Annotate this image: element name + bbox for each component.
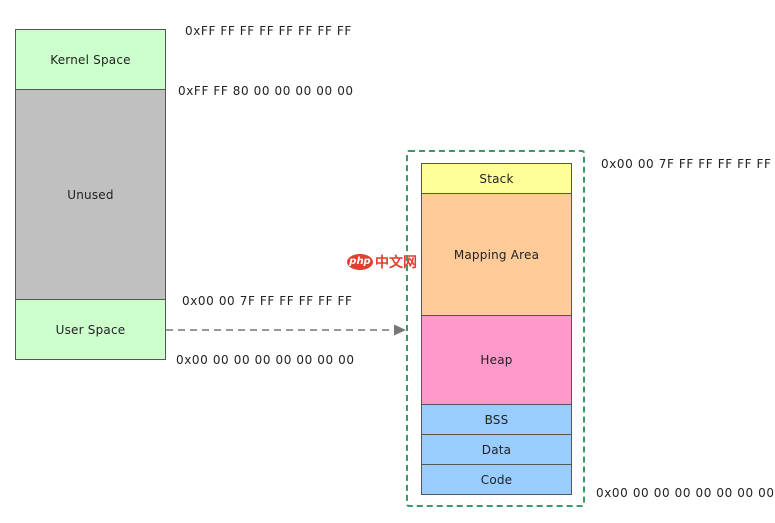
bss-block: BSS	[421, 404, 572, 435]
mapping-area-label: Mapping Area	[453, 247, 540, 262]
kernel-space-label: Kernel Space	[50, 52, 131, 67]
unused-label: Unused	[67, 187, 114, 202]
user-space-detail-frame	[406, 150, 585, 507]
watermark-logo: php	[347, 254, 373, 270]
data-block: Data	[421, 434, 572, 465]
code-block: Code	[421, 464, 572, 495]
stack-label: Stack	[479, 171, 514, 186]
bss-label: BSS	[484, 412, 509, 427]
code-label: Code	[480, 472, 513, 487]
unused-block: Unused	[15, 89, 166, 300]
stack-block: Stack	[421, 163, 572, 194]
user-space-label: User Space	[55, 322, 126, 337]
address-label-top: 0xFF FF FF FF FF FF FF FF	[185, 24, 352, 38]
address-label-bottom: 0x00 00 00 00 00 00 00 00	[176, 353, 355, 367]
data-label: Data	[481, 442, 512, 457]
heap-label: Heap	[480, 353, 513, 367]
mapping-area-block: Mapping Area	[421, 193, 572, 316]
user-space-block: User Space	[15, 299, 166, 360]
kernel-space-block: Kernel Space	[15, 29, 166, 90]
detail-address-label-bottom: 0x00 00 00 00 00 00 00 00	[596, 486, 775, 500]
address-label-user-end: 0x00 00 7F FF FF FF FF FF	[182, 294, 353, 308]
heap-block: Heap	[421, 315, 572, 405]
address-label-kernel-start: 0xFF FF 80 00 00 00 00 00	[178, 84, 354, 98]
detail-address-label-top: 0x00 00 7F FF FF FF FF FF	[601, 157, 772, 171]
